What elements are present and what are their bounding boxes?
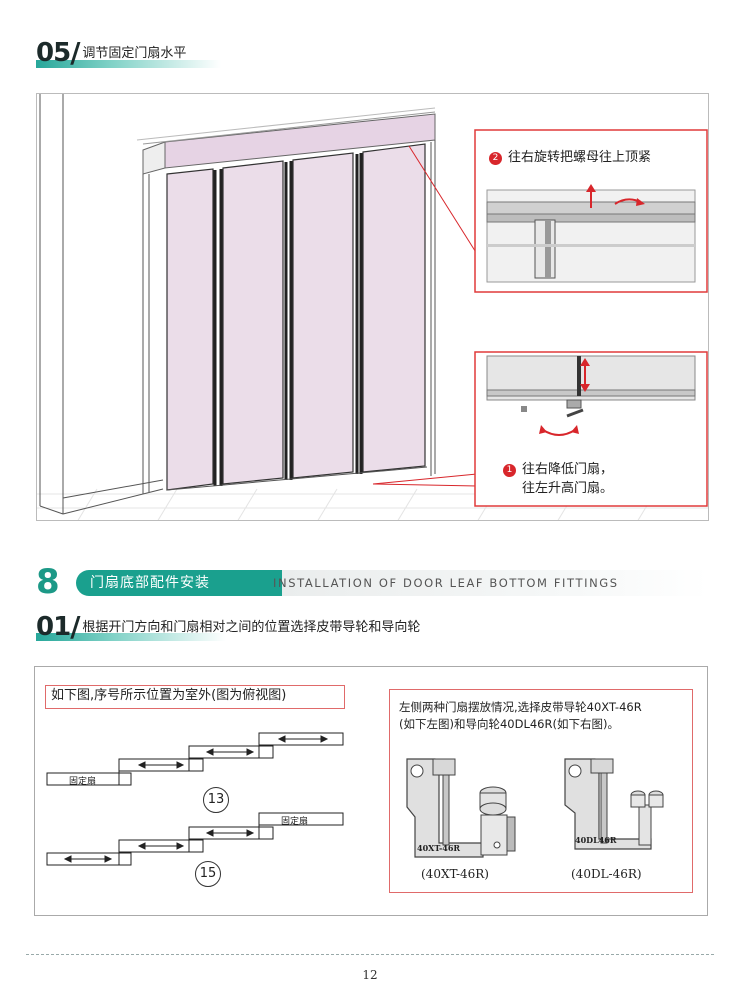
section-8-header: 8 门扇底部配件安装 INSTALLATION OF DOOR LEAF BOT…: [36, 562, 708, 602]
bottom-callout-text: 1 往右降低门扇， 往左升高门扇。: [503, 460, 613, 498]
arrangement-15-arrows: [63, 829, 255, 863]
section-8-number: 8: [36, 562, 60, 602]
top-callout-text: 2 往右旋转把螺母往上顶紧: [489, 148, 651, 167]
step-01-slash: /: [70, 610, 81, 643]
callout-badge-2: 2: [489, 152, 502, 165]
section-8-english-title: INSTALLATION OF DOOR LEAF BOTTOM FITTING…: [273, 576, 619, 590]
step-01-header: 01 / 根据开门方向和门扇相对之间的位置选择皮带导轮和导向轮: [36, 610, 421, 643]
arrangement-13-arrows: [137, 735, 329, 769]
caption-right-line2: (如下左图)和导向轮40DL46R(如下右图)。: [399, 717, 619, 731]
callout-badge-1: 1: [503, 464, 516, 477]
caption-left-frame: [45, 685, 345, 709]
bottom-callout-line1: 往右降低门扇，: [522, 462, 614, 477]
caption-right-frame: [389, 689, 693, 893]
footer-divider: [26, 954, 714, 955]
height-adjust-indicator: [580, 358, 590, 392]
circle-number-13: 13: [203, 787, 229, 813]
circle-number-15: 15: [195, 861, 221, 887]
door-level-illustration: [37, 94, 708, 520]
part-a-stamp: 40XT-46R: [417, 843, 461, 853]
leader-lines: [372, 145, 478, 487]
side-frame: [142, 140, 436, 494]
caption-left: 如下图,序号所示位置为室外(图为俯视图): [51, 688, 287, 703]
section-8-band: [258, 570, 708, 596]
caption-right-line1: 左侧两种门扇摆放情况,选择皮带导轮40XT-46R: [399, 700, 642, 714]
step-05-slash: /: [70, 36, 81, 69]
step-01-title: 根据开门方向和门扇相对之间的位置选择皮带导轮和导向轮: [82, 620, 421, 635]
door-level-figure: 2 往右旋转把螺母往上顶紧 1 往右降低门扇， 往左升高门扇。: [36, 93, 709, 521]
left-wall: [39, 94, 164, 515]
step-05-title: 调节固定门扇水平: [82, 46, 187, 61]
rotate-indicator: [539, 425, 579, 436]
header-rail: [136, 107, 436, 175]
step-01-accent-bar: [36, 633, 226, 641]
leaf-arrangement-diagram: [46, 732, 344, 866]
panel-edges: [213, 153, 363, 486]
step-01-number: 01: [36, 612, 71, 642]
bottom-callout-line2: 往左升高门扇。: [522, 481, 614, 496]
top-callout-label: 往右旋转把螺母往上顶紧: [508, 150, 652, 165]
step-05-header: 05 / 调节固定门扇水平: [36, 36, 187, 69]
bottom-fitting: [521, 399, 584, 418]
part-a-label: (40XT-46R): [421, 867, 489, 881]
part-b-label: (40DL-46R): [571, 867, 642, 881]
fixed-leaf-label-13: 固定扇: [69, 777, 97, 787]
step-05-accent-bar: [36, 60, 221, 68]
bottom-fittings-figure: 如下图,序号所示位置为室外(图为俯视图): [34, 666, 708, 916]
arrangement-15: [46, 812, 344, 866]
part-b-stamp: 40DL46R: [575, 835, 617, 845]
step-05-number: 05: [36, 38, 71, 68]
section-8-title: 门扇底部配件安装: [76, 570, 282, 596]
nut-turn-indicator: [586, 184, 645, 208]
fixed-leaf-label-15: 固定扇: [281, 817, 309, 827]
page-number: 12: [362, 968, 378, 982]
door-panels: [166, 143, 426, 491]
